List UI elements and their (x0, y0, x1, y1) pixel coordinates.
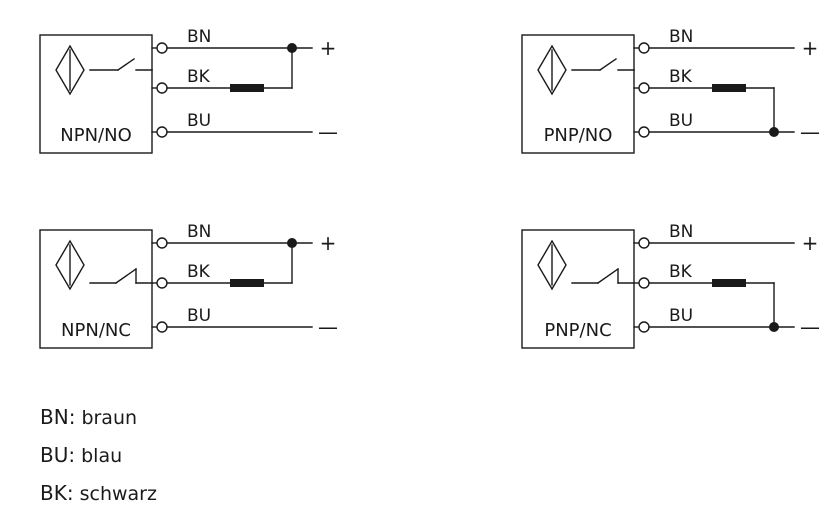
wire-bu-label: BU (669, 306, 693, 326)
terminal-circle-icon (638, 321, 650, 333)
sensor-box (521, 34, 635, 154)
sensor-symbol-icon (537, 44, 567, 96)
terminal-circle-icon (156, 237, 168, 249)
terminal-circle-icon (638, 82, 650, 94)
terminal-circle-icon (156, 82, 168, 94)
legend-item-bn: BN:braun (40, 400, 157, 438)
terminal-circle-icon (156, 277, 168, 289)
sensor-type-label: NPN/NC (61, 320, 131, 341)
wire-bu-label: BU (187, 306, 211, 326)
legend-separator: : (68, 443, 76, 467)
color-legend: BN:braun BU:blau BK:schwarz (40, 400, 157, 514)
wire-bn-label: BN (669, 27, 693, 47)
sensor-type-label: PNP/NC (544, 320, 611, 341)
wire-bk-label: BK (669, 67, 693, 87)
sensor-diagram-pnp-no: BN BK BU + — PNP/NO (521, 27, 820, 154)
switch-blade (117, 58, 135, 71)
plus-sign: + (802, 36, 819, 60)
wire-bk-label: BK (187, 262, 211, 282)
wire-bu-label: BU (669, 111, 693, 131)
minus-sign: — (800, 120, 820, 144)
terminal-circle-icon (156, 321, 168, 333)
wire-bn-label: BN (187, 222, 211, 242)
legend-code: BK (40, 481, 67, 505)
terminal-circle-icon (638, 42, 650, 54)
legend-item-bk: BK:schwarz (40, 476, 157, 514)
legend-code: BU (40, 443, 69, 467)
legend-separator: : (68, 405, 76, 429)
minus-sign: — (318, 315, 338, 339)
load-resistor (230, 279, 264, 287)
sensor-diagram-npn-nc: BN BK BU + — NPN/NC (39, 222, 338, 349)
wire-bk-label: BK (669, 262, 693, 282)
legend-description: schwarz (79, 483, 157, 505)
legend-separator: : (66, 481, 74, 505)
sensor-diagram-npn-no: BN BK BU + — NPN/NO (39, 27, 338, 154)
legend-item-bu: BU:blau (40, 438, 157, 476)
load-resistor (230, 84, 264, 92)
legend-description: blau (81, 445, 123, 467)
sensor-symbol-icon (537, 239, 567, 291)
plus-sign: + (320, 36, 337, 60)
wire-bk-label: BK (187, 67, 211, 87)
switch-blade (599, 58, 617, 71)
sensor-symbol-icon (55, 44, 85, 96)
wire-bu-label: BU (187, 111, 211, 131)
junction-dot (287, 238, 297, 248)
sensor-type-label: PNP/NO (544, 125, 613, 146)
plus-sign: + (320, 231, 337, 255)
wire-bn-label: BN (187, 27, 211, 47)
legend-code: BN (40, 405, 69, 429)
sensor-type-label: NPN/NO (60, 125, 131, 146)
minus-sign: — (800, 315, 820, 339)
sensor-box (39, 229, 153, 349)
wire-bn-label: BN (669, 222, 693, 242)
junction-dot (287, 43, 297, 53)
junction-dot (769, 322, 779, 332)
terminal-circle-icon (638, 277, 650, 289)
sensor-diagram-pnp-nc: BN BK BU + — PNP/NC (521, 222, 820, 349)
sensor-symbol-icon (55, 239, 85, 291)
sensor-box (521, 229, 635, 349)
terminal-circle-icon (156, 126, 168, 138)
switch-blade (115, 268, 137, 284)
switch-blade (597, 268, 619, 284)
plus-sign: + (802, 231, 819, 255)
junction-dot (769, 127, 779, 137)
terminal-circle-icon (638, 126, 650, 138)
load-resistor (712, 84, 746, 92)
minus-sign: — (318, 120, 338, 144)
sensor-box (39, 34, 153, 154)
terminal-circle-icon (156, 42, 168, 54)
legend-description: braun (81, 407, 138, 429)
terminal-circle-icon (638, 237, 650, 249)
load-resistor (712, 279, 746, 287)
